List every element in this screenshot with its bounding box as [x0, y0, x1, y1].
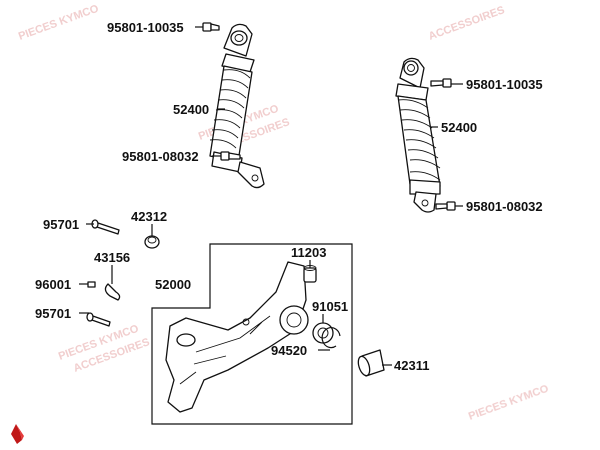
- label-42312: 42312: [131, 209, 167, 224]
- circlip-94520[interactable]: [321, 327, 341, 349]
- label-52000: 52000: [155, 277, 191, 292]
- label-91051: 91051: [312, 299, 348, 314]
- label-94520: 94520: [271, 343, 307, 358]
- label-95801-10035-left: 95801-10035: [107, 20, 184, 35]
- label-43156: 43156: [94, 250, 130, 265]
- leader-lines: [79, 26, 463, 366]
- clip-43156[interactable]: [104, 283, 121, 301]
- shock-right-lower-cap: [409, 179, 441, 195]
- watermark-text-6: PIECES KYMCO: [467, 383, 551, 423]
- label-11203: 11203: [291, 245, 326, 260]
- bolt-95801-10035-left[interactable]: [202, 22, 220, 32]
- bushing-42312[interactable]: [144, 235, 160, 249]
- clip-96001[interactable]: [87, 281, 96, 288]
- label-52400-right: 52400: [441, 120, 477, 135]
- shock-right-bottom-eye: [413, 191, 437, 213]
- part-labels: 95801-10035 52400 95801-08032 95801-1003…: [35, 20, 543, 373]
- shock-left-bottom-eye: [237, 161, 265, 189]
- watermark-text-1: PIECES KYMCO: [17, 3, 101, 43]
- pin-95701-b[interactable]: [86, 312, 111, 327]
- label-42311: 42311: [394, 358, 429, 373]
- shock-absorber-right[interactable]: [395, 57, 441, 213]
- bushing-42311[interactable]: [356, 349, 385, 377]
- red-arrow-logo-icon: [11, 424, 24, 444]
- shock-right-spring: [397, 95, 441, 187]
- watermark-text-7: ACCESSOIRES: [427, 4, 506, 43]
- label-95801-10035-right: 95801-10035: [466, 77, 543, 92]
- swingarm-bracket-52000[interactable]: [165, 261, 309, 413]
- label-95801-08032-right: 95801-08032: [466, 199, 543, 214]
- label-52400-left: 52400: [173, 102, 209, 117]
- shock-left-spring: [209, 65, 253, 163]
- bolt-95801-08032-left[interactable]: [220, 151, 241, 161]
- shock-absorber-left[interactable]: [209, 23, 265, 189]
- pin-95701-a[interactable]: [91, 219, 120, 235]
- bracket-group-frame: [151, 243, 353, 425]
- label-95701-a: 95701: [43, 217, 79, 232]
- bolt-95801-08032-right[interactable]: [435, 201, 456, 211]
- label-95801-08032-left: 95801-08032: [122, 149, 199, 164]
- label-96001: 96001: [35, 277, 71, 292]
- label-95701-b: 95701: [35, 306, 71, 321]
- bolt-95801-10035-right[interactable]: [430, 78, 452, 88]
